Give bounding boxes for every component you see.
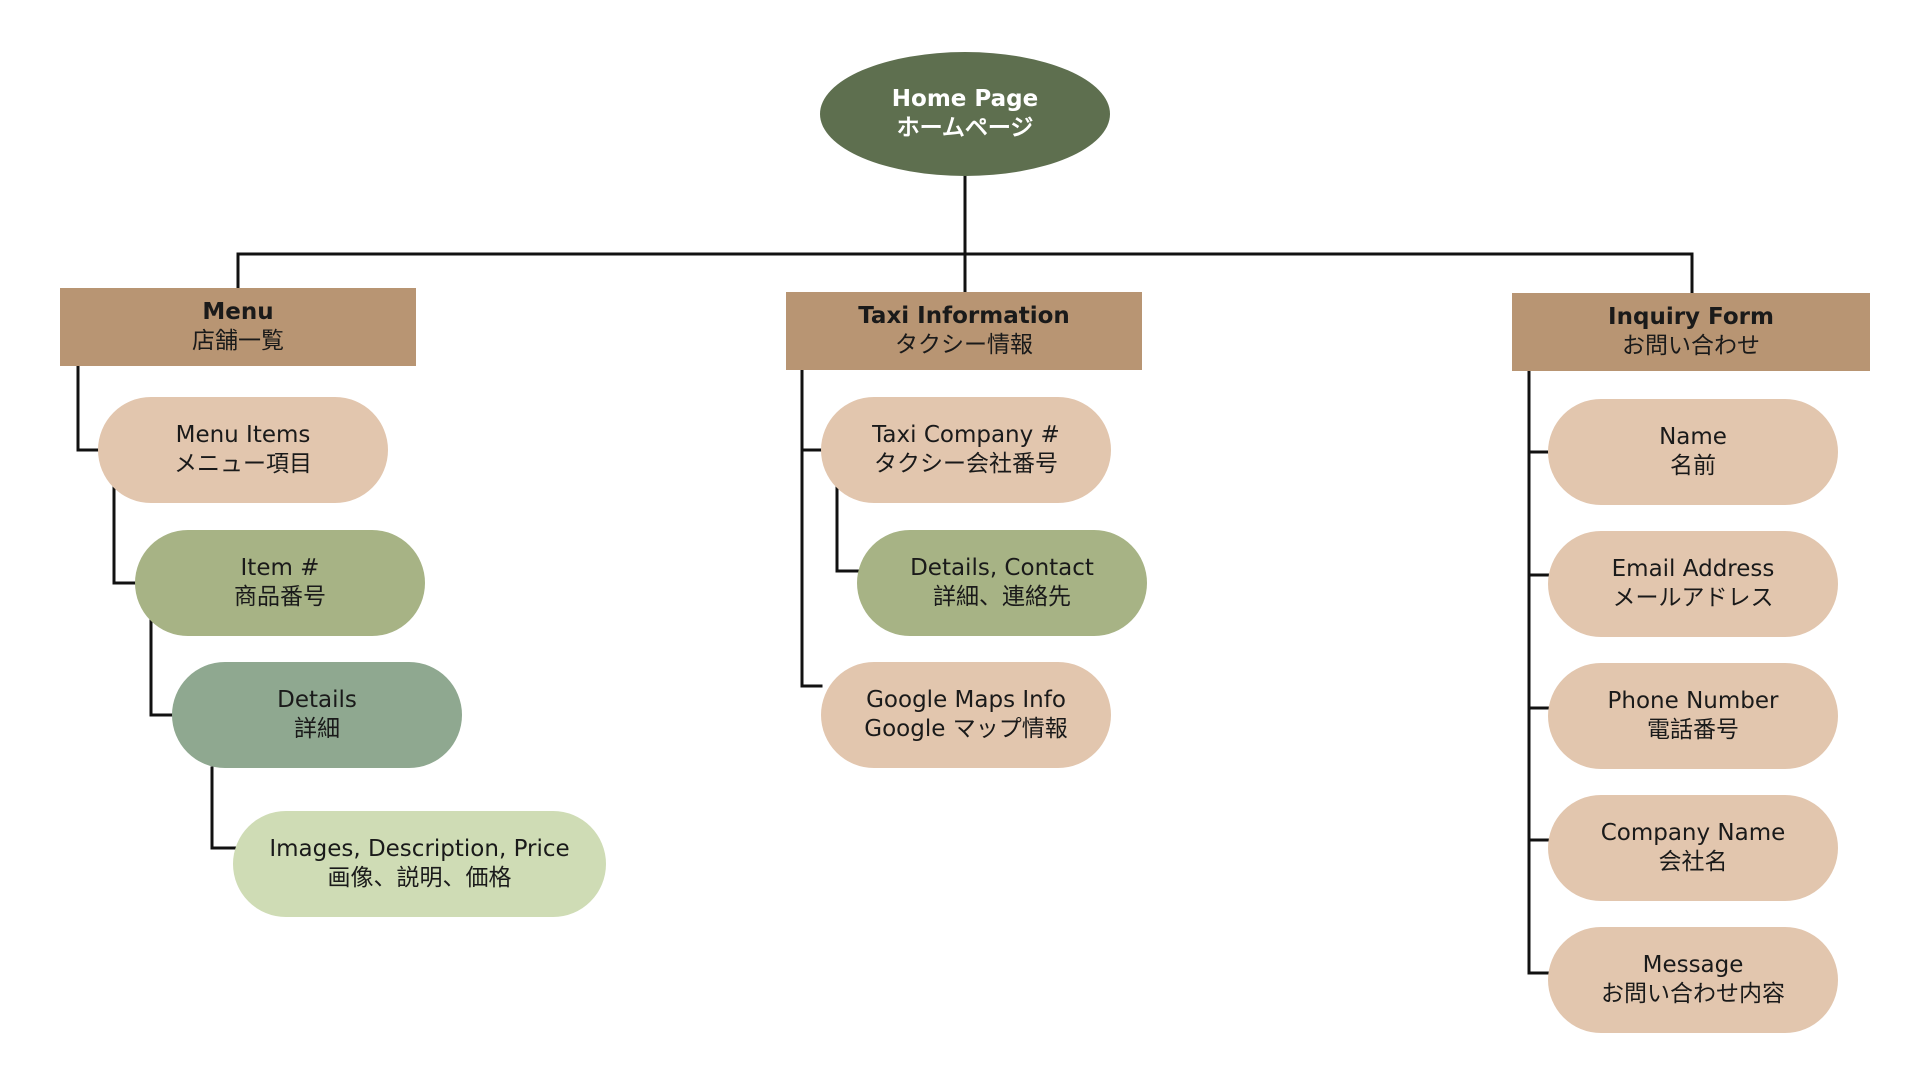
node-label-en: Name [1659,424,1727,451]
node-label-en: Menu Items [175,422,311,449]
item-number-node: Item # 商品番号 [135,530,425,636]
node-label-en: Google Maps Info [866,687,1066,714]
company-name-node: Company Name 会社名 [1548,795,1838,901]
message-node: Message お問い合わせ内容 [1548,927,1838,1033]
node-label-ja: タクシー会社番号 [874,451,1058,477]
node-label-en: Menu [202,299,274,326]
node-label-en: Item # [240,555,320,582]
node-label-en: Images, Description, Price [269,836,570,863]
home-page-node: Home Page ホームページ [820,52,1110,176]
node-label-ja: メニュー項目 [174,451,312,477]
node-label-ja: メールアドレス [1612,585,1774,611]
google-maps-info-node: Google Maps Info Google マップ情報 [821,662,1111,768]
details-contact-node: Details, Contact 詳細、連絡先 [857,530,1147,636]
menu-category-node: Menu 店舗一覧 [60,288,416,366]
node-label-en: Home Page [891,86,1039,113]
taxi-company-number-node: Taxi Company # タクシー会社番号 [821,397,1111,503]
node-label-ja: お問い合わせ内容 [1601,981,1785,1007]
name-field-node: Name 名前 [1548,399,1838,505]
node-label-ja: 名前 [1670,453,1716,479]
email-address-node: Email Address メールアドレス [1548,531,1838,637]
taxi-information-category-node: Taxi Information タクシー情報 [786,292,1142,370]
node-label-en: Company Name [1600,820,1786,847]
node-label-ja: 会社名 [1658,849,1728,875]
node-label-ja: 画像、説明、価格 [327,865,512,891]
node-label-ja: 詳細 [294,716,340,742]
node-label-ja: 店舗一覧 [192,328,284,354]
node-label-en: Email Address [1611,556,1775,583]
details-node: Details 詳細 [172,662,462,768]
node-label-ja: 電話番号 [1647,717,1739,743]
node-label-en: Inquiry Form [1608,304,1774,331]
phone-number-node: Phone Number 電話番号 [1548,663,1838,769]
images-description-price-node: Images, Description, Price 画像、説明、価格 [233,811,606,917]
node-label-en: Message [1642,952,1744,979]
node-label-en: Phone Number [1607,688,1779,715]
node-label-ja: 詳細、連絡先 [933,584,1071,610]
node-label-ja: お問い合わせ [1622,333,1760,359]
node-label-ja: Google マップ情報 [864,716,1068,742]
node-label-en: Details, Contact [910,555,1094,582]
node-label-ja: ホームページ [896,115,1034,141]
menu-items-node: Menu Items メニュー項目 [98,397,388,503]
node-label-en: Taxi Company # [872,422,1060,449]
node-label-ja: 商品番号 [234,584,326,610]
node-label-en: Details [277,687,357,714]
node-label-ja: タクシー情報 [895,332,1033,358]
inquiry-form-category-node: Inquiry Form お問い合わせ [1512,293,1870,371]
node-label-en: Taxi Information [858,303,1070,330]
